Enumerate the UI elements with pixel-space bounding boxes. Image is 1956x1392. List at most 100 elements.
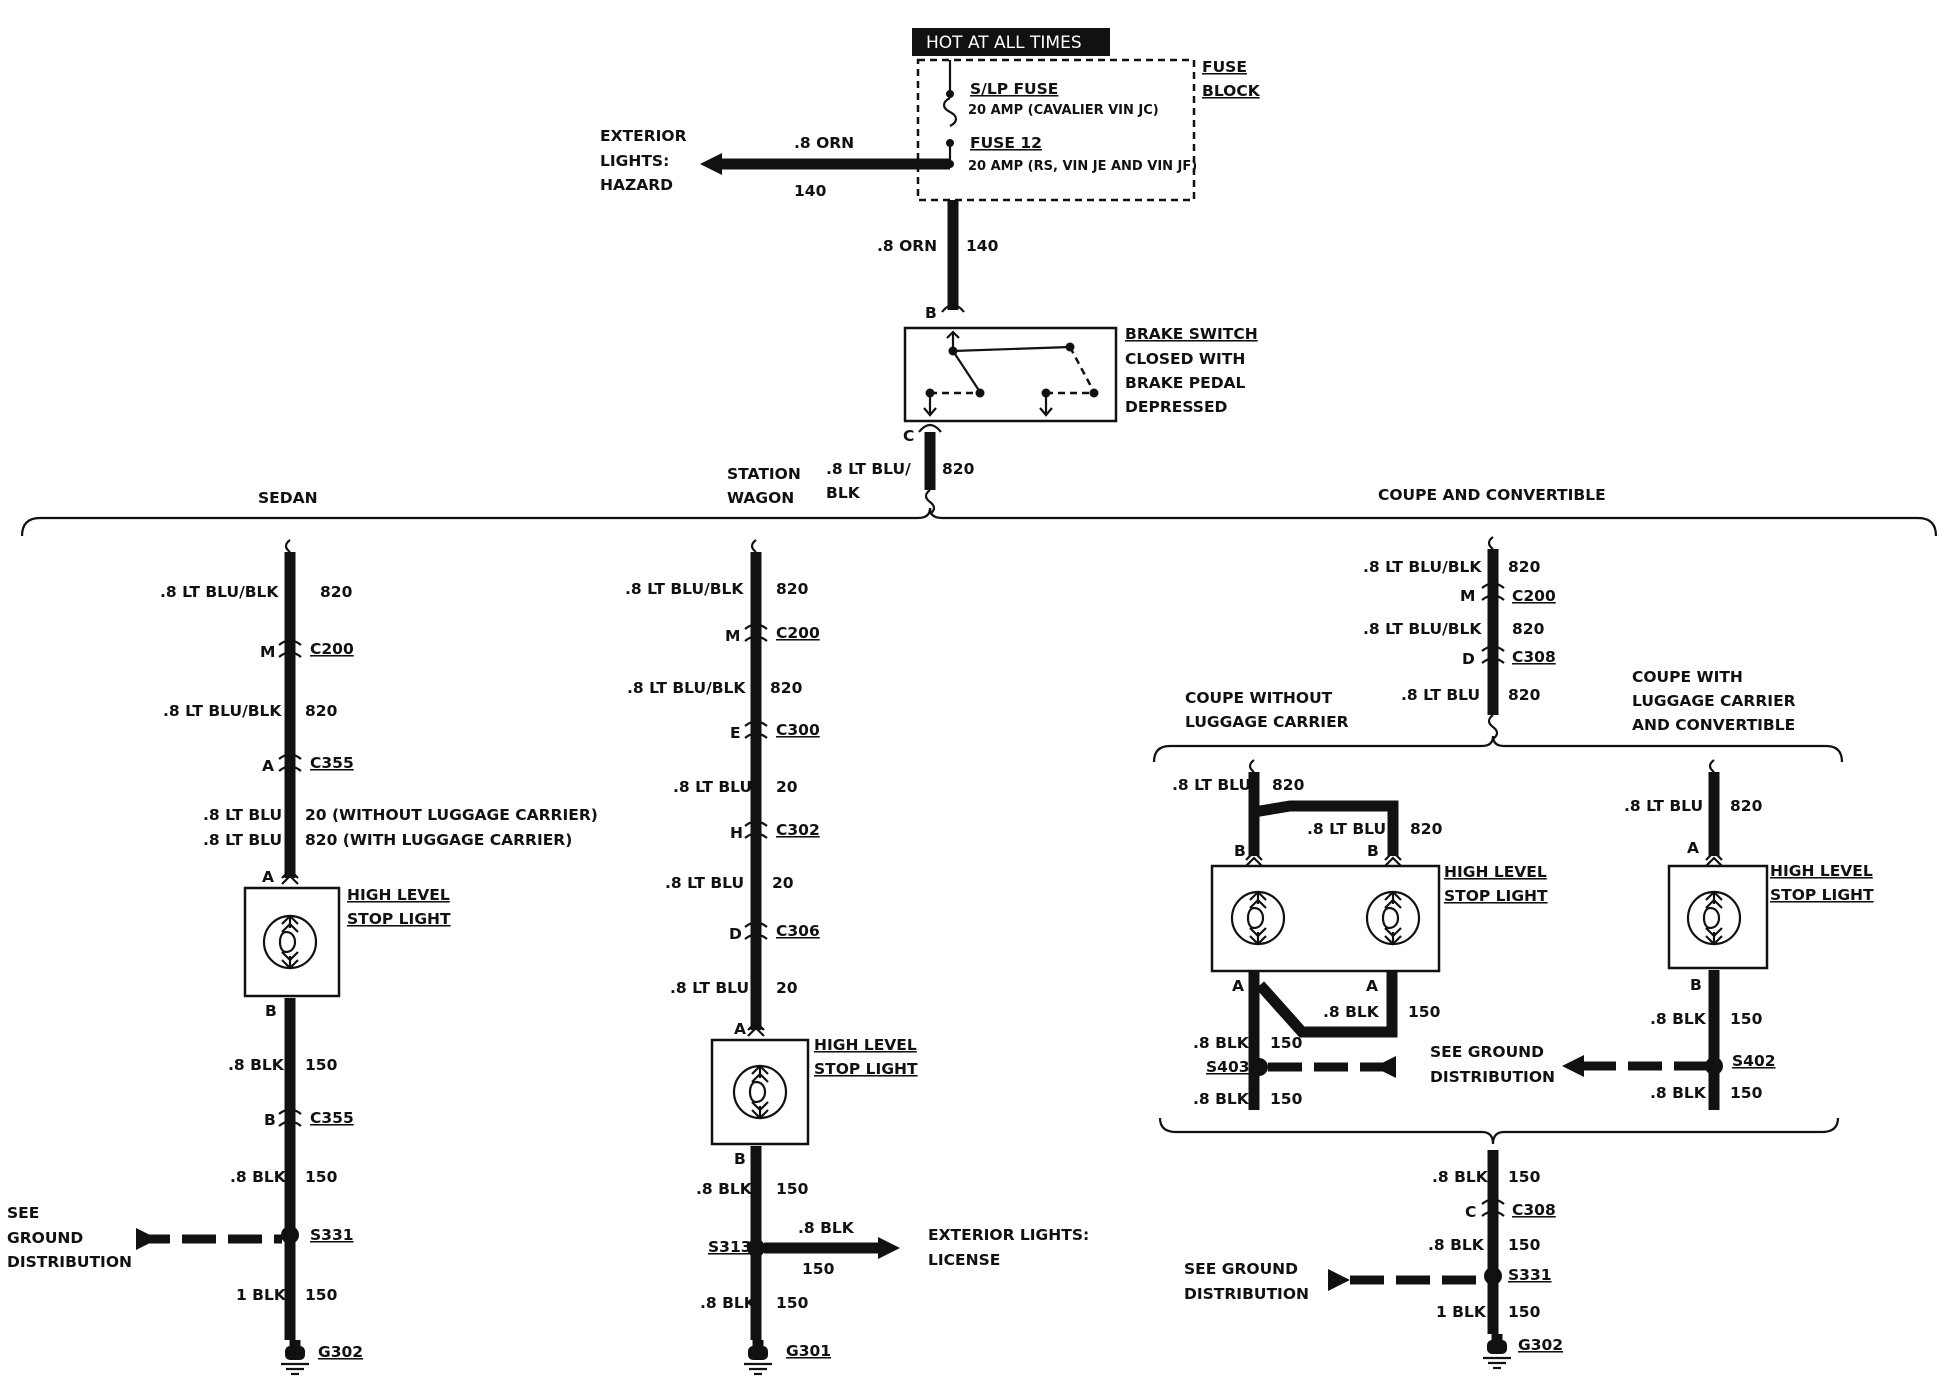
sedan-ground: G302 (318, 1343, 363, 1361)
brake-switch-desc-2: BRAKE PEDAL (1125, 374, 1246, 392)
fuse1-name: S/LP FUSE (970, 80, 1058, 98)
fuse-block-box (916, 58, 1196, 202)
coupe-ground: G302 (1518, 1336, 1563, 1354)
wagon-conn2-pin: E (730, 724, 741, 742)
brake-feed-wire-label: .8 ORN (877, 237, 937, 255)
coupe-b-w3: 1 BLK (1436, 1303, 1487, 1321)
sedan-conn2: C355 (310, 754, 354, 772)
wagon-w3: .8 LT BLU (673, 778, 752, 796)
coupe-luggage-label-2: LUGGAGE CARRIER (1632, 692, 1796, 710)
coupe-lg-w3: .8 BLK (1650, 1084, 1707, 1102)
sedan-w5: .8 BLK (230, 1168, 287, 1186)
fuse-block-label-1: FUSE (1202, 58, 1247, 76)
wagon-c2: 820 (770, 679, 803, 697)
coupe-ground-ref-2: DISTRIBUTION (1430, 1068, 1555, 1086)
sedan-lamp-label-2: STOP LIGHT (347, 910, 451, 928)
variant-coupe-label: COUPE AND CONVERTIBLE (1378, 486, 1606, 504)
wagon-c3: 20 (776, 778, 798, 796)
wagon-conn4: C306 (776, 922, 820, 940)
coupe-c3: 820 (1508, 686, 1541, 704)
coupe-lg-pin-b: B (1690, 976, 1702, 994)
sedan-ground-ref-1: SEE (7, 1204, 39, 1222)
coupe-nl-pin-b1: B (1234, 842, 1246, 860)
coupe-nl-w1: .8 LT BLU (1172, 776, 1251, 794)
hazard-dest-1: EXTERIOR (600, 127, 687, 145)
coupe-b-conn-pin: C (1465, 1203, 1476, 1221)
wagon-conn1-pin: M (725, 627, 740, 645)
wagon-splice: S313 (708, 1238, 752, 1256)
sedan-c3b: 820 (WITH LUGGAGE CARRIER) (305, 831, 572, 849)
wagon-c6: 150 (776, 1180, 809, 1198)
coupe-b-conn: C308 (1512, 1201, 1556, 1219)
wagon-conn3: C302 (776, 821, 820, 839)
sedan-splice: S331 (310, 1226, 354, 1244)
brake-out-circuit-label: 820 (942, 460, 975, 478)
wagon-license-circuit: 150 (802, 1260, 835, 1278)
wagon-w7: .8 BLK (700, 1294, 757, 1312)
sedan-ground-ref-2: GROUND (7, 1229, 83, 1247)
coupe-nl-c4: 150 (1270, 1034, 1303, 1052)
coupe-conn2: C308 (1512, 648, 1556, 666)
sedan-lamp-pin-a: A (262, 868, 274, 886)
sedan-w6: 1 BLK (236, 1286, 287, 1304)
wagon-conn4-pin: D (729, 925, 742, 943)
wagon-license-dest-2: LICENSE (928, 1251, 1000, 1269)
coupe-b-w2: .8 BLK (1428, 1236, 1485, 1254)
coupe-nl-lamp-label-1: HIGH LEVEL (1444, 863, 1547, 881)
coupe-b-c2: 150 (1508, 1236, 1541, 1254)
wagon-conn1: C200 (776, 624, 820, 642)
wagon-conn3-pin: H (730, 824, 743, 842)
coupe-lg-c3: 150 (1730, 1084, 1763, 1102)
sedan-c5: 150 (305, 1168, 338, 1186)
fuse2-name: FUSE 12 (970, 134, 1042, 152)
sedan-conn3-pin: B (264, 1111, 276, 1129)
variant-bracket (20, 507, 1938, 537)
coupe-ground-ref-1: SEE GROUND (1430, 1043, 1544, 1061)
hot-at-all-times-label: HOT AT ALL TIMES (926, 33, 1082, 53)
coupe-nl-c3: 150 (1408, 1003, 1441, 1021)
coupe-luggage-label-3: AND CONVERTIBLE (1632, 716, 1795, 734)
wagon-ground: G301 (786, 1342, 831, 1360)
wagon-lamp-pin-a: A (734, 1020, 746, 1038)
coupe-c1: 820 (1508, 558, 1541, 576)
hazard-circuit-label: 140 (794, 182, 827, 200)
hazard-dest-3: HAZARD (600, 176, 673, 194)
wagon-w2: .8 LT BLU/BLK (627, 679, 746, 697)
sedan-c2: 820 (305, 702, 338, 720)
coupe-nl-c1: 820 (1272, 776, 1305, 794)
sedan-conn2-pin: A (262, 757, 274, 775)
coupe-conn2-pin: D (1462, 650, 1475, 668)
coupe-nl-pin-b2: B (1367, 842, 1379, 860)
sedan-lamp-label-1: HIGH LEVEL (347, 886, 450, 904)
sedan-w1: .8 LT BLU/BLK (160, 583, 279, 601)
brake-out-wire-label-2: BLK (826, 484, 861, 502)
variant-wagon-label-2: WAGON (727, 489, 794, 507)
coupe-b-c1: 150 (1508, 1168, 1541, 1186)
coupe-lg-c2: 150 (1730, 1010, 1763, 1028)
variant-sedan-label: SEDAN (258, 489, 318, 507)
sedan-w3a: .8 LT BLU (203, 806, 282, 824)
wagon-branch (710, 539, 900, 1374)
coupe-nl-w3: .8 BLK (1323, 1003, 1380, 1021)
fuse-block-label-2: BLOCK (1202, 82, 1261, 100)
sedan-ground-ref-3: DISTRIBUTION (7, 1253, 132, 1271)
coupe-lg-w2: .8 BLK (1650, 1010, 1707, 1028)
wagon-c4: 20 (772, 874, 794, 892)
coupe-luggage-label-1: COUPE WITH (1632, 668, 1743, 686)
sedan-branch (136, 539, 341, 1374)
sedan-w3b: .8 LT BLU (203, 831, 282, 849)
brake-pin-c: C (903, 427, 914, 445)
coupe-nl-c5: 150 (1270, 1090, 1303, 1108)
hazard-arrow-icon (700, 153, 722, 175)
wagon-conn2: C300 (776, 721, 820, 739)
coupe-w2: .8 LT BLU/BLK (1363, 620, 1482, 638)
coupe-w1: .8 LT BLU/BLK (1363, 558, 1482, 576)
wagon-c7: 150 (776, 1294, 809, 1312)
wagon-lamp-pin-b: B (734, 1150, 746, 1168)
wagon-w5: .8 LT BLU (670, 979, 749, 997)
brake-switch-desc-3: DEPRESSED (1125, 398, 1228, 416)
coupe-no-luggage-label-1: COUPE WITHOUT (1185, 689, 1333, 707)
coupe-lg-lamp-label-1: HIGH LEVEL (1770, 862, 1873, 880)
sedan-c1: 820 (320, 583, 353, 601)
wagon-c1: 820 (776, 580, 809, 598)
